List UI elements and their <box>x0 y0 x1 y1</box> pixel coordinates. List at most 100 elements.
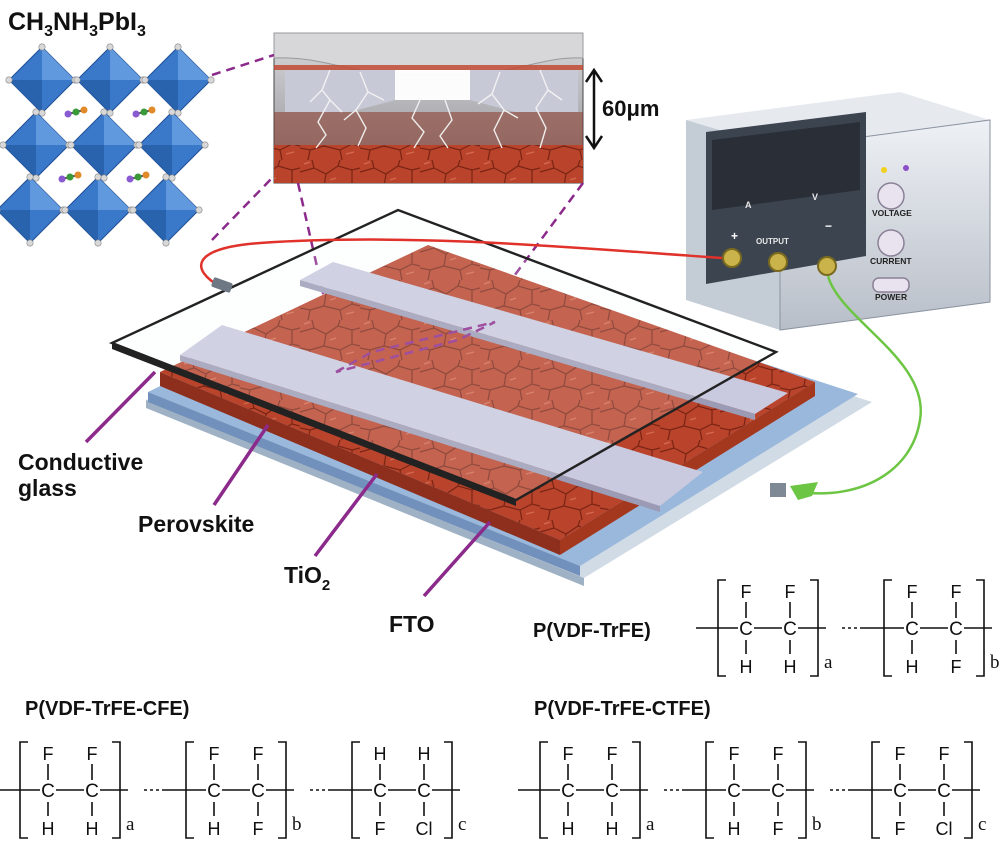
hydrogen-atom <box>142 171 150 179</box>
top-substituent: F <box>773 744 784 764</box>
repeat-bracket-left <box>717 579 726 677</box>
top-substituent: F <box>729 744 740 764</box>
top-substituent: F <box>43 744 54 764</box>
hydrogen-atom <box>80 106 88 114</box>
repeat-bracket-left <box>705 741 714 839</box>
polymer-2-name: P(VDF-TrFE-CFE) <box>25 698 189 720</box>
iodide-atom <box>100 108 108 116</box>
iodide-atom <box>168 108 176 116</box>
top-substituent: F <box>607 744 618 764</box>
octahedron-face <box>178 47 211 80</box>
carbon-atom <box>140 108 148 116</box>
iodide-atom <box>73 76 81 84</box>
voltage-knob[interactable] <box>877 182 905 210</box>
repeat-bracket-left <box>883 579 892 677</box>
carbon-atom-label: C <box>893 781 907 802</box>
carbon-atom-label: C <box>41 781 55 802</box>
carbon-atom-label: C <box>207 781 221 802</box>
carbon-atom-label: C <box>373 781 387 802</box>
polymer-3-name: P(VDF-TrFE-CTFE) <box>534 698 711 720</box>
positive-terminal[interactable] <box>722 248 742 268</box>
meter-v-label: V <box>812 192 818 202</box>
power-button[interactable] <box>872 277 910 293</box>
bottom-substituent: Cl <box>936 819 953 839</box>
carbon-atom-label: C <box>783 619 797 640</box>
repeat-bracket-right <box>964 741 973 839</box>
bottom-substituent: Cl <box>416 819 433 839</box>
ground-terminal[interactable] <box>768 252 788 272</box>
carbon-atom-label: C <box>251 781 265 802</box>
label-conductive: Conductive <box>18 449 143 475</box>
nitrogen-atom <box>58 175 66 183</box>
carbon-atom-label: C <box>561 781 575 802</box>
iodide-atom <box>162 173 170 181</box>
formula-title: CH3NH3PbI3 <box>8 8 146 40</box>
repeat-subscript: c <box>978 814 986 835</box>
bottom-substituent: H <box>606 819 619 839</box>
repeat-bracket-right <box>976 579 985 677</box>
output-label: OUTPUT <box>756 237 789 246</box>
bottom-substituent: H <box>740 657 753 677</box>
bottom-substituent: H <box>208 819 221 839</box>
top-substituent: F <box>741 582 752 602</box>
magnified-inset: 60μm <box>273 32 660 184</box>
iodide-atom <box>129 206 137 214</box>
repeat-bracket-right <box>798 741 807 839</box>
voltage-label: VOLTAGE <box>872 208 912 218</box>
iodide-atom <box>94 173 102 181</box>
bottom-substituent: H <box>86 819 99 839</box>
iodide-atom <box>162 239 170 247</box>
octahedron-face <box>36 112 69 145</box>
octahedron-face <box>110 47 143 80</box>
repeat-bracket-left <box>539 741 548 839</box>
negative-terminal[interactable] <box>817 256 837 276</box>
carbon-atom <box>66 173 74 181</box>
repeat-bracket-right <box>278 741 287 839</box>
gap-scale-label: 60μm <box>602 96 660 121</box>
top-substituent: F <box>209 744 220 764</box>
top-substituent: F <box>253 744 264 764</box>
iodide-atom <box>141 76 149 84</box>
octahedron-face <box>42 47 75 80</box>
repeat-subscript: a <box>646 814 655 835</box>
carbon-atom-label: C <box>937 781 951 802</box>
current-label: CURRENT <box>870 256 912 266</box>
nitrogen-atom <box>132 110 140 118</box>
octahedron-face <box>71 145 104 178</box>
octahedron-face <box>145 80 178 113</box>
iodide-atom <box>5 76 13 84</box>
bottom-substituent: F <box>773 819 784 839</box>
octahedron-face <box>77 80 110 113</box>
minus-label: − <box>825 219 832 233</box>
top-substituent: F <box>939 744 950 764</box>
octahedron-face <box>166 177 199 210</box>
octahedron-face <box>3 145 36 178</box>
octahedron-face <box>9 80 42 113</box>
label-fto: FTO <box>389 611 435 637</box>
repeat-bracket-right <box>112 741 121 839</box>
iodide-atom <box>0 141 7 149</box>
repeat-bracket-left <box>19 741 28 839</box>
carbon-atom-label: C <box>949 619 963 640</box>
iodide-atom <box>26 239 34 247</box>
indicator-led-purple <box>903 165 909 171</box>
top-substituent: F <box>87 744 98 764</box>
current-knob[interactable] <box>877 229 905 257</box>
top-substituent: H <box>374 744 387 764</box>
repeat-bracket-left <box>185 741 194 839</box>
nitrogen-atom <box>64 110 72 118</box>
octahedron-face <box>104 112 137 145</box>
iodide-atom <box>195 206 203 214</box>
repeat-subscript: b <box>812 814 822 835</box>
wires <box>199 238 922 500</box>
repeat-subscript: b <box>990 652 1000 673</box>
label-perovskite: Perovskite <box>138 511 254 537</box>
repeat-subscript: a <box>824 652 833 673</box>
bottom-substituent: F <box>951 657 962 677</box>
iodide-atom <box>67 141 75 149</box>
carbon-atom-label: C <box>85 781 99 802</box>
label-glass: glass <box>18 475 77 501</box>
